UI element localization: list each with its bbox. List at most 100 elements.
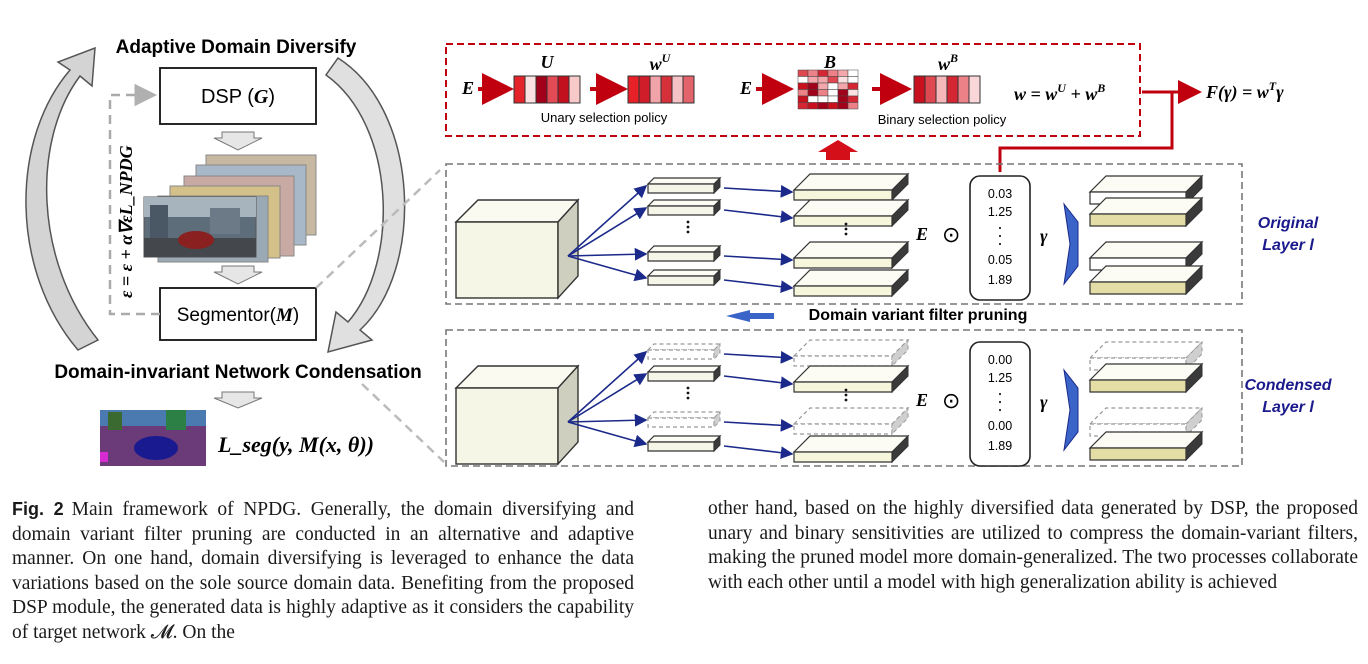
scaled-map: [1088, 362, 1204, 394]
map-ellipsis-dot: [844, 388, 848, 392]
pruned-filter: [646, 342, 722, 361]
scale-arrow: [1063, 368, 1079, 452]
right-cycle-arrow: [324, 56, 406, 354]
gamma-ellipsis-dot: [998, 400, 1002, 404]
dsp-label: DSP (G): [201, 86, 275, 108]
output-edge: [723, 418, 794, 432]
policy-wu-label: wU: [650, 51, 672, 74]
input-cube-top: [454, 199, 580, 223]
binary-cell: [807, 102, 819, 110]
map-ellipsis-dot: [844, 227, 848, 231]
policy-wb-label: wB: [938, 51, 958, 74]
left-cycle-arrow: [25, 46, 100, 351]
binary-cell: [827, 76, 839, 84]
scale-arrow: [1063, 202, 1079, 286]
original-layer-diagram: E⊙0.031.250.051.89γ: [454, 172, 1204, 301]
unary-caption: Unary selection policy: [541, 110, 668, 125]
filter-edge: [567, 413, 648, 427]
filter-edge: [567, 350, 648, 423]
binary-cell: [827, 89, 839, 97]
condensed-panel: [445, 329, 1243, 467]
figure-label: Fig. 2: [12, 499, 64, 519]
binary-cell: [817, 89, 829, 97]
pruning-arrow: [726, 310, 774, 322]
feature-map: [792, 364, 910, 394]
feature-map: [792, 240, 910, 270]
feature-map: [792, 434, 910, 464]
binary-matrix: [797, 69, 859, 110]
filter-ellipsis-dot: [686, 396, 690, 400]
filter: [646, 268, 722, 287]
binary-cell: [837, 76, 849, 84]
binary-cell: [797, 69, 809, 77]
binary-cell: [807, 69, 819, 77]
gamma-ellipsis-dot: [998, 242, 1002, 246]
filter: [646, 364, 722, 383]
binary-cell: [817, 76, 829, 84]
filter-ellipsis-dot: [686, 391, 690, 395]
condensed-layer-diagram: E⊙0.001.250.001.89γ: [454, 338, 1204, 467]
filter-edge: [567, 207, 648, 257]
scaled-map: [1088, 264, 1204, 296]
framework-figure: Adaptive Domain Diversify DSP (G) Segmen…: [25, 37, 1333, 467]
binary-cell: [817, 69, 829, 77]
segmentor-box: [159, 287, 317, 341]
dsp-down-arrow: [213, 131, 263, 151]
segmentor-label: Segmentor(M): [177, 305, 300, 326]
gamma-symbol: γ: [1040, 226, 1048, 246]
filter-edge: [567, 373, 648, 423]
binary-cell: [837, 69, 849, 77]
scaled-map: [1088, 430, 1204, 462]
segmentation-loss: L_seg(y, M(x, θ)): [217, 432, 374, 457]
unary-matrix: [513, 75, 581, 104]
connector-bottom: [361, 383, 445, 463]
binary-cell: [847, 69, 859, 77]
gamma-value: 1.89: [988, 439, 1012, 453]
original-panel: [445, 163, 1243, 305]
gamma-value: 1.25: [988, 371, 1012, 385]
segmentation-map: [100, 410, 206, 466]
feature-map: [792, 268, 910, 298]
binary-caption: Binary selection policy: [878, 112, 1007, 127]
binary-cell: [827, 102, 839, 110]
output-edge: [723, 252, 794, 266]
binary-cell: [817, 82, 829, 90]
gamma-value: 1.89: [988, 273, 1012, 287]
binary-cell: [847, 82, 859, 90]
map-ellipsis-dot: [844, 232, 848, 236]
wb-vector: [913, 75, 981, 104]
binary-cell: [837, 82, 849, 90]
condensed-label-line1: Condensed: [1244, 377, 1332, 394]
w-formula: w = wU + wB: [1014, 81, 1105, 104]
binary-cell: [827, 82, 839, 90]
odot-symbol: ⊙: [942, 222, 960, 247]
layer-e-symbol: E: [915, 390, 928, 410]
output-edge: [723, 350, 794, 364]
filter-ellipsis-dot: [686, 225, 690, 229]
filter: [646, 244, 722, 263]
binary-cell: [847, 76, 859, 84]
binary-cell: [797, 102, 809, 110]
binary-cell: [807, 82, 819, 90]
adaptive-title: Adaptive Domain Diversify: [116, 37, 357, 58]
binary-cell: [807, 76, 819, 84]
images-down-arrow: [213, 265, 263, 285]
output-edge: [723, 445, 794, 460]
gamma-ellipsis-dot: [998, 234, 1002, 238]
binary-cell: [837, 89, 849, 97]
policy-panel: [445, 43, 1141, 137]
binary-cell: [797, 82, 809, 90]
dsp-box: [159, 67, 317, 125]
augmented-images: [143, 154, 317, 263]
layer-e-symbol: E: [915, 224, 928, 244]
filter-edge: [567, 255, 648, 282]
binary-cell: [797, 76, 809, 84]
binary-cell: [827, 95, 839, 103]
input-cube-top: [454, 365, 580, 389]
gamma-value: 0.03: [988, 187, 1012, 201]
policy-u-label: U: [541, 52, 555, 72]
connector-top: [315, 169, 441, 289]
filter-edge: [567, 184, 648, 257]
binary-cell: [817, 102, 829, 110]
original-label-line1: Original: [1258, 215, 1319, 232]
